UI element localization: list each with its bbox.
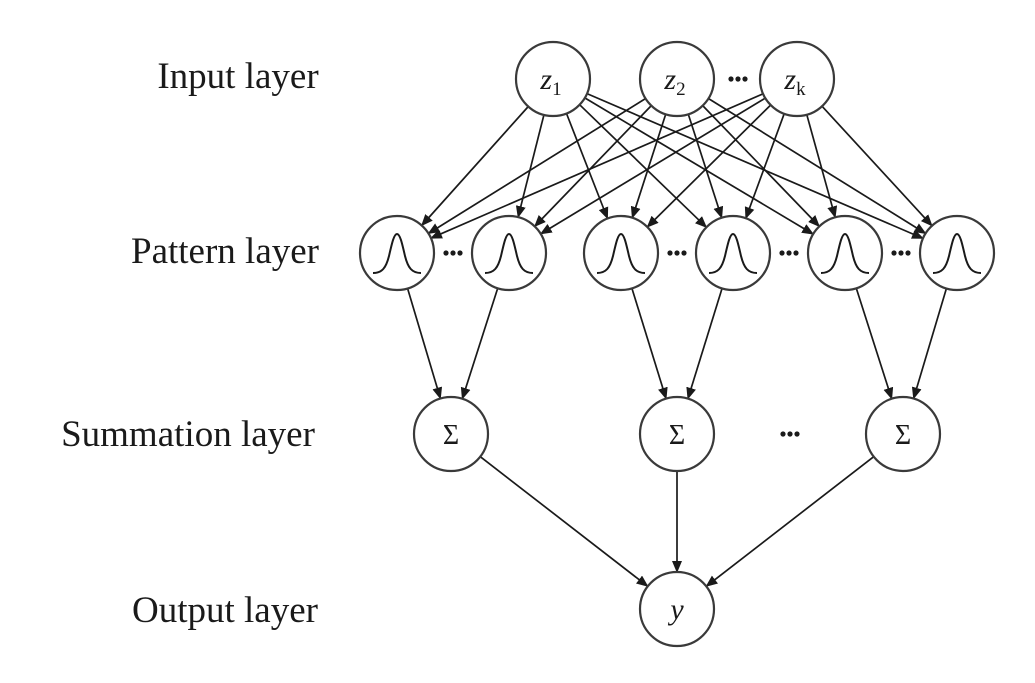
input-ellipsis bbox=[728, 76, 748, 82]
gaussian-icon bbox=[932, 232, 982, 274]
edge-input-2-pattern-6 bbox=[707, 97, 927, 235]
edge-input-2-pattern-2 bbox=[534, 105, 652, 228]
edge-input-3-pattern-3 bbox=[646, 104, 772, 228]
edge-sum-1-output bbox=[479, 456, 649, 587]
edge-pattern-6-sum-3 bbox=[911, 288, 948, 400]
input-node-k: zk bbox=[758, 40, 836, 118]
edge-input-3-pattern-5 bbox=[805, 114, 838, 219]
summation-node-3: Σ bbox=[864, 395, 942, 473]
input-node-2-var: z bbox=[663, 63, 676, 96]
edge-pattern-2-sum-1 bbox=[460, 287, 499, 400]
gaussian-icon bbox=[820, 232, 870, 274]
pattern-node-5 bbox=[806, 214, 884, 292]
edge-input-1-pattern-5 bbox=[584, 97, 815, 235]
input-node-2: z2 bbox=[638, 40, 716, 118]
edge-input-3-pattern-4 bbox=[744, 113, 785, 220]
edge-input-1-pattern-2 bbox=[515, 114, 545, 219]
summation-node-2: Σ bbox=[638, 395, 716, 473]
pattern-node-3 bbox=[582, 214, 660, 292]
edge-input-1-pattern-4 bbox=[579, 104, 708, 228]
edge-pattern-3-sum-2 bbox=[631, 288, 668, 400]
edge-pattern-1-sum-1 bbox=[406, 288, 443, 400]
summation-node-1: Σ bbox=[412, 395, 490, 473]
input-node-1-var: z bbox=[539, 63, 552, 96]
svg-text:z2: z2 bbox=[663, 63, 685, 100]
pattern-ellipsis-4 bbox=[891, 250, 911, 256]
gaussian-icon bbox=[596, 232, 646, 274]
edge-input-3-pattern-6 bbox=[821, 105, 933, 227]
edge-input-3-pattern-1 bbox=[429, 93, 764, 239]
gaussian-icon bbox=[484, 232, 534, 274]
output-node: y bbox=[638, 570, 716, 648]
edge-input-1-pattern-6 bbox=[586, 92, 924, 240]
input-node-2-sub: 2 bbox=[676, 79, 686, 100]
edge-pattern-4-sum-2 bbox=[686, 288, 723, 400]
svg-text:zk: zk bbox=[783, 63, 806, 100]
connections bbox=[406, 92, 948, 587]
svg-text:z1: z1 bbox=[539, 63, 561, 100]
input-layer-label: Input layer bbox=[157, 56, 318, 97]
summation-layer-label: Summation layer bbox=[61, 414, 315, 455]
edge-pattern-5-sum-3 bbox=[855, 287, 894, 400]
summation-symbol-3: Σ bbox=[895, 420, 911, 451]
summation-symbol-2: Σ bbox=[669, 420, 685, 451]
gaussian-icon bbox=[372, 232, 422, 274]
pattern-ellipsis-2 bbox=[667, 250, 687, 256]
pattern-node-6 bbox=[918, 214, 996, 292]
pattern-node-4 bbox=[694, 214, 772, 292]
edge-input-1-pattern-1 bbox=[421, 105, 529, 227]
edge-input-1-pattern-3 bbox=[565, 113, 609, 220]
edge-input-3-pattern-2 bbox=[539, 97, 766, 235]
input-node-1: z1 bbox=[514, 40, 592, 118]
edge-input-2-pattern-1 bbox=[427, 97, 647, 235]
input-node-k-sub: k bbox=[796, 79, 806, 100]
input-node-k-var: z bbox=[783, 63, 796, 96]
edge-input-2-pattern-5 bbox=[702, 105, 820, 228]
summation-symbol-1: Σ bbox=[443, 420, 459, 451]
pattern-layer-label: Pattern layer bbox=[131, 231, 319, 272]
pattern-ellipsis-3 bbox=[779, 250, 799, 256]
pattern-node-2 bbox=[470, 214, 548, 292]
edge-input-2-pattern-3 bbox=[630, 113, 667, 219]
pattern-ellipsis-1 bbox=[443, 250, 463, 256]
edge-sum-3-output bbox=[705, 456, 875, 587]
output-layer-label: Output layer bbox=[132, 590, 318, 631]
summation-ellipsis bbox=[780, 431, 800, 437]
edge-input-2-pattern-4 bbox=[687, 113, 724, 219]
pattern-node-1 bbox=[358, 214, 436, 292]
gaussian-icon bbox=[708, 232, 758, 274]
output-symbol: y bbox=[667, 593, 684, 626]
input-node-1-sub: 1 bbox=[552, 79, 562, 100]
